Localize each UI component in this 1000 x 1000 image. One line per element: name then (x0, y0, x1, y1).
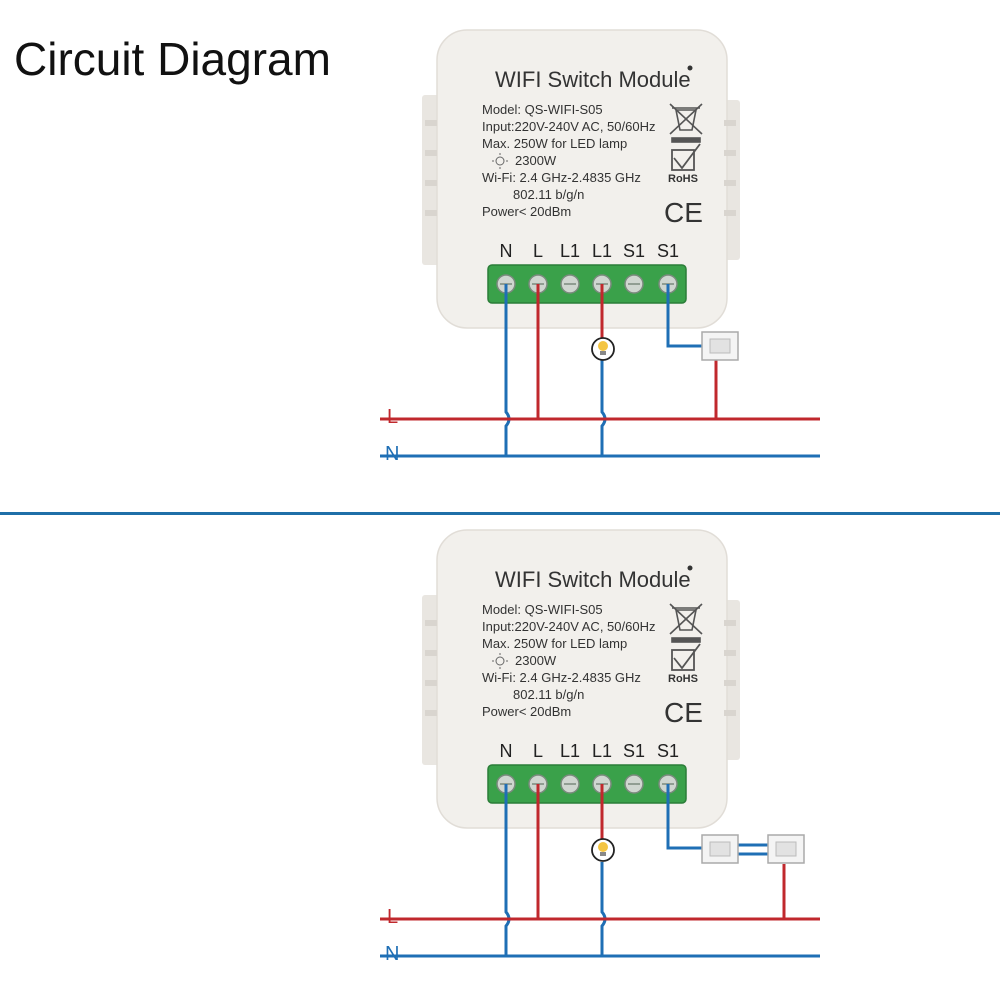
spec-max-incandescent: 2300W (515, 653, 557, 668)
weee-bin-icon (669, 603, 703, 643)
wall-switch (701, 331, 739, 361)
spec-input: Input:220V-240V AC, 50/60Hz (482, 619, 655, 634)
terminal-label-n: N (500, 741, 513, 761)
spec-power: Power< 20dBm (482, 204, 571, 219)
spec-model: Model: QS-WIFI-S05 (482, 602, 603, 617)
panel-top: WIFI Switch Module Model: QS-WIFI-S05 In… (380, 29, 820, 465)
line-label-live: L (387, 906, 399, 928)
ce-mark: CE (664, 197, 703, 228)
terminal-label-s1-b: S1 (657, 741, 679, 761)
spec-wifi-standard: 802.11 b/g/n (513, 187, 584, 202)
wall-switch-2 (767, 834, 805, 864)
terminal-label-l1-b: L1 (592, 241, 612, 261)
spec-wifi-standard: 802.11 b/g/n (513, 687, 584, 702)
line-label-neutral: N (385, 943, 400, 965)
live-wires (380, 284, 820, 421)
spec-power: Power< 20dBm (482, 704, 571, 719)
diagram-single-switch: WIFI Switch Module Model: QS-WIFI-S05 In… (380, 29, 820, 458)
section-divider (0, 512, 1000, 515)
line-label-neutral: N (385, 443, 400, 465)
terminal-label-l1-a: L1 (560, 241, 580, 261)
rohs-mark: RoHS (668, 173, 698, 185)
page-title: Circuit Diagram (14, 33, 331, 85)
terminal-label-l: L (533, 741, 543, 761)
diagram-two-switch: WIFI Switch Module Model: QS-WIFI-S05 In… (380, 529, 820, 958)
terminal-label-l1-a: L1 (560, 741, 580, 761)
spec-max-led: Max. 250W for LED lamp (482, 136, 627, 151)
panel-bottom: WIFI Switch Module Model: QS-WIFI-S05 In… (0, 500, 1000, 1000)
terminal-label-s1-a: S1 (623, 741, 645, 761)
rohs-check-icon (671, 643, 701, 671)
live-wires (380, 784, 820, 921)
terminal-labels: N L L1 L1 S1 S1 (500, 241, 680, 261)
terminal-label-l1-b: L1 (592, 741, 612, 761)
module-case (422, 29, 740, 329)
bulb-icon (591, 838, 615, 862)
spec-wifi: Wi-Fi: 2.4 GHz-2.4835 GHz (482, 170, 641, 185)
incandescent-icon (492, 653, 508, 669)
rohs-check-icon (671, 143, 701, 171)
module-name: WIFI Switch Module (495, 567, 691, 592)
spec-input: Input:220V-240V AC, 50/60Hz (482, 119, 655, 134)
terminal-label-l: L (533, 241, 543, 261)
wall-switch-1 (701, 834, 739, 864)
terminal-block (487, 764, 687, 804)
spec-wifi: Wi-Fi: 2.4 GHz-2.4835 GHz (482, 670, 641, 685)
terminal-label-n: N (500, 241, 513, 261)
rohs-mark: RoHS (668, 673, 698, 685)
module-case (422, 529, 740, 829)
spec-max-incandescent: 2300W (515, 153, 557, 168)
bulb-icon (591, 337, 615, 361)
terminal-labels: N L L1 L1 S1 S1 (500, 741, 680, 761)
spec-max-led: Max. 250W for LED lamp (482, 636, 627, 651)
module-name: WIFI Switch Module (495, 67, 691, 92)
incandescent-icon (492, 153, 508, 169)
terminal-block (487, 264, 687, 304)
terminal-label-s1-b: S1 (657, 241, 679, 261)
terminal-label-s1-a: S1 (623, 241, 645, 261)
spec-model: Model: QS-WIFI-S05 (482, 102, 603, 117)
ce-mark: CE (664, 697, 703, 728)
weee-bin-icon (669, 103, 703, 143)
line-label-live: L (387, 406, 399, 428)
